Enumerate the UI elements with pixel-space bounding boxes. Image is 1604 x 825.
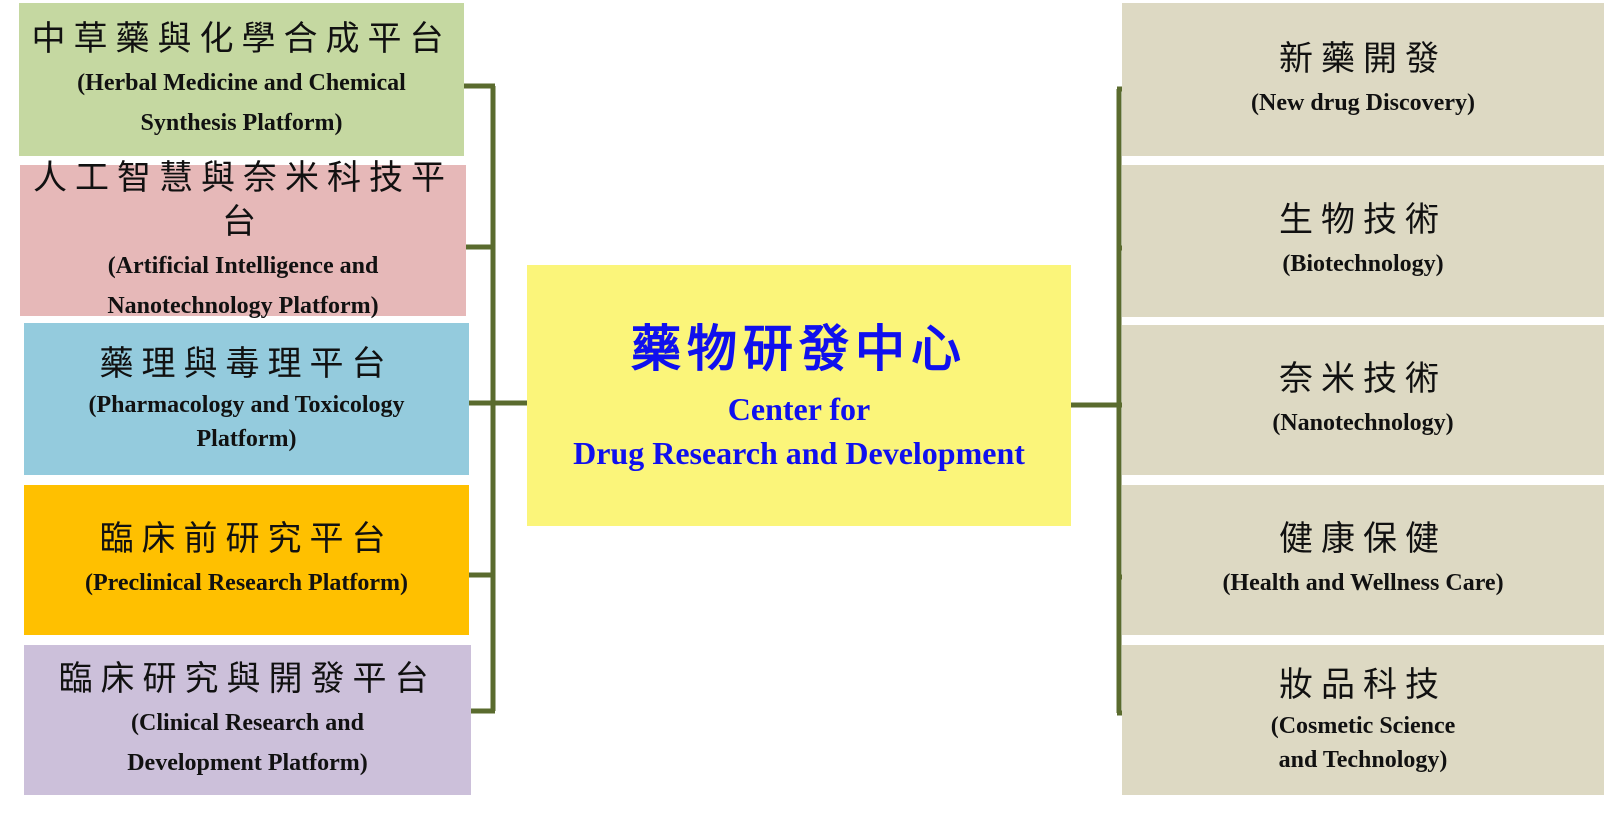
platform-zh-label: 人工智慧與奈米科技平台 (33, 157, 453, 242)
field-en-label-line1: (Biotechnology) (1282, 251, 1444, 277)
platform-en-label-line2: Platform) (196, 426, 297, 452)
platform-en-label-line1: (Herbal Medicine and Chemical (77, 69, 406, 96)
platform-clinical-research: 臨床研究與開發平台 (Clinical Research and Develop… (24, 645, 471, 795)
field-health-wellness: 健康保健 (Health and Wellness Care) (1122, 485, 1604, 635)
field-nanotechnology: 奈米技術 (Nanotechnology) (1122, 325, 1604, 475)
platform-en-label-line1: (Pharmacology and Toxicology (88, 392, 405, 418)
platform-zh-label: 臨床前研究平台 (99, 519, 394, 559)
platform-herbal-medicine: 中草藥與化學合成平台 (Herbal Medicine and Chemical… (19, 3, 464, 156)
platform-en-label-line1: (Artificial Intelligence and (107, 252, 379, 279)
platform-zh-label: 臨床研究與開發平台 (58, 659, 437, 699)
field-zh-label: 新藥開發 (1279, 38, 1447, 79)
platform-en-label-line2: Development Platform) (127, 750, 368, 776)
field-zh-label: 健康保健 (1279, 519, 1447, 559)
platform-pharmacology-toxicology: 藥理與毒理平台 (Pharmacology and Toxicology Pla… (24, 323, 469, 475)
field-zh-label: 奈米技術 (1279, 359, 1447, 399)
center-drug-research-box: 藥物研發中心 Center for Drug Research and Deve… (527, 265, 1071, 526)
platform-en-label-line1: (Clinical Research and (131, 710, 364, 736)
platform-en-label-line2: Synthesis Platform) (140, 109, 343, 136)
field-en-label-line1: (Health and Wellness Care) (1222, 570, 1504, 596)
platform-zh-label: 藥理與毒理平台 (99, 344, 394, 384)
platform-en-label-line2: Nanotechnology Platform) (107, 292, 379, 319)
platform-en-label-line1: (Preclinical Research Platform) (85, 570, 408, 596)
field-biotechnology: 生物技術 (Biotechnology) (1122, 165, 1604, 317)
platform-preclinical-research: 臨床前研究平台 (Preclinical Research Platform) (24, 485, 469, 635)
center-title-en-line2: Drug Research and Development (573, 434, 1025, 471)
platform-ai-nanotech: 人工智慧與奈米科技平台 (Artificial Intelligence and… (20, 158, 466, 319)
field-cosmetic-science: 妝品科技 (Cosmetic Science and Technology) (1122, 645, 1604, 795)
platform-zh-label: 中草藥與化學合成平台 (31, 18, 452, 59)
field-en-label-line1: (Nanotechnology) (1272, 410, 1454, 436)
field-new-drug-discovery: 新藥開發 (New drug Discovery) (1122, 3, 1604, 156)
center-title-zh: 藥物研發中心 (631, 318, 967, 378)
field-en-label-line1: (Cosmetic Science (1270, 713, 1456, 739)
field-en-label-line2: and Technology) (1278, 747, 1448, 773)
field-en-label-line1: (New drug Discovery) (1251, 89, 1475, 116)
field-zh-label: 妝品科技 (1279, 665, 1447, 705)
center-title-en-line1: Center for (727, 390, 871, 427)
field-zh-label: 生物技術 (1279, 200, 1447, 240)
